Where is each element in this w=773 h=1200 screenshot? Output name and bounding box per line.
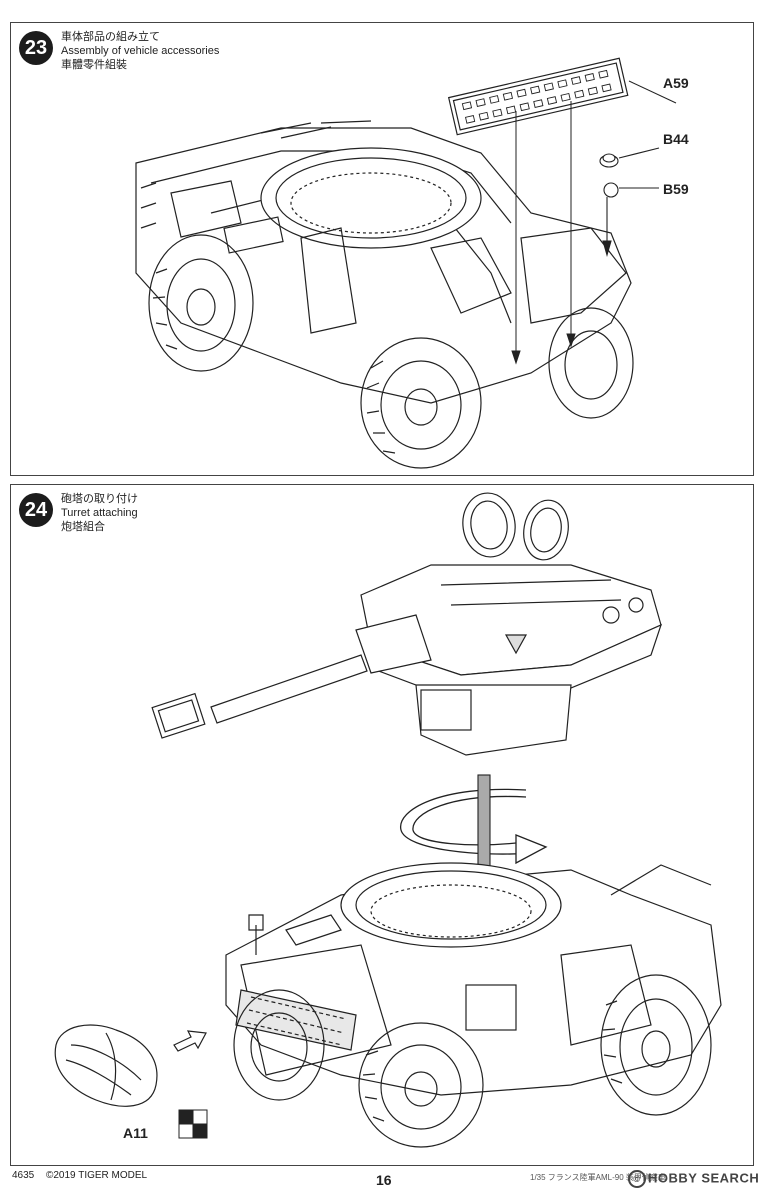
- footer-product: 1/35 フランス陸軍AML-90 装甲偵察車: [530, 1173, 666, 1182]
- footer-copyright: ©2019 TIGER MODEL: [46, 1170, 148, 1181]
- step-title-ja: 車体部品の組み立て: [61, 31, 160, 43]
- page-number: 16: [376, 1172, 392, 1188]
- footer-code: 4635: [12, 1170, 35, 1181]
- step-title-zh: 車體零件組裝: [61, 59, 127, 71]
- step-title: 車体部品の組み立て Assembly of vehicle accessorie…: [61, 30, 219, 72]
- part-label-b44: B44: [663, 131, 689, 147]
- step-23-illustration: [135, 57, 677, 469]
- part-label-a11: A11: [123, 1125, 148, 1141]
- part-label-a59: A59: [663, 75, 689, 91]
- step-title: 砲塔の取り付け Turret attaching 炮塔組合: [61, 492, 138, 534]
- step-title-en: Turret attaching: [61, 507, 138, 519]
- step-title-en: Assembly of vehicle accessories: [61, 45, 220, 57]
- step-24-panel: 24 砲塔の取り付け Turret attaching 炮塔組合: [10, 484, 754, 1166]
- step-title-zh: 炮塔組合: [61, 521, 105, 533]
- part-label-b59: B59: [663, 181, 689, 197]
- step-24-illustration: [54, 492, 722, 1148]
- copyright-icon: ©: [628, 1170, 646, 1188]
- watermark: ©HOBBY SEARCH: [628, 1170, 759, 1188]
- step-number-badge: 23: [19, 31, 53, 65]
- step-23-panel: 23 車体部品の組み立て Assembly of vehicle accesso…: [10, 22, 754, 476]
- step-number-badge: 24: [19, 493, 53, 527]
- watermark-text: HOBBY SEARCH: [648, 1170, 760, 1186]
- step-title-ja: 砲塔の取り付け: [61, 493, 138, 505]
